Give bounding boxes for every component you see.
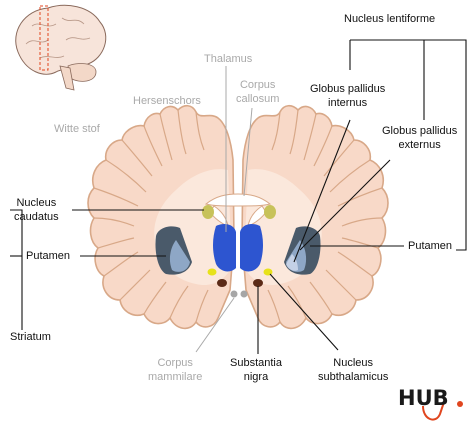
left-nucleus-subthalamicus bbox=[207, 268, 217, 276]
logo-stethoscope bbox=[422, 401, 445, 421]
left-sulci bbox=[93, 109, 209, 323]
label-nucleus-lentiforme: Nucleus lentiforme bbox=[344, 13, 436, 25]
line-corpus-mammilare bbox=[195, 297, 235, 353]
label-nucleus-caudatus: Nucleus caudatus bbox=[14, 197, 59, 223]
line-gp-externus bbox=[299, 159, 391, 251]
line-nucleus-subthalamicus bbox=[269, 273, 339, 351]
thumbnail-cerebrum bbox=[15, 4, 107, 75]
right-sulci bbox=[267, 109, 383, 323]
line-gp-internus bbox=[293, 119, 351, 263]
label-nucleus-subthalamicus: Nucleus subthalamicus bbox=[318, 357, 389, 383]
thumbnail-brainstem bbox=[59, 65, 75, 91]
label-corpus-mammilare: Corpus mammilare bbox=[148, 357, 203, 383]
right-nucleus-caudatus bbox=[264, 205, 276, 219]
brain-thumbnail bbox=[15, 4, 107, 91]
leader-lines-grey bbox=[195, 66, 253, 353]
label-putamen-right: Putamen bbox=[408, 240, 453, 252]
right-thalamus bbox=[240, 224, 263, 272]
logo-accent bbox=[422, 401, 463, 421]
left-substantia-nigra bbox=[217, 279, 227, 287]
thumbnail-gyri bbox=[25, 17, 91, 59]
left-globus-pallidus bbox=[169, 240, 190, 272]
thumbnail-section-plane bbox=[39, 5, 49, 71]
label-striatum: Striatum bbox=[10, 331, 51, 343]
label-substantia-nigra: Substantia nigra bbox=[230, 357, 282, 383]
hub-logo: HUB bbox=[398, 386, 449, 410]
coronal-section bbox=[87, 104, 389, 330]
bracket-nucleus-lentiforme bbox=[350, 39, 467, 251]
label-globus-pallidus-externus: Globus pallidus externus bbox=[382, 125, 458, 151]
label-hersenschors: Hersenschors bbox=[133, 95, 201, 107]
corpus-callosum bbox=[204, 193, 272, 207]
right-substantia-nigra bbox=[253, 279, 263, 287]
label-putamen-left: Putamen bbox=[26, 250, 71, 262]
label-corpus-callosum: Corpus callosum bbox=[236, 79, 280, 105]
left-corpus-mammillare bbox=[230, 290, 238, 298]
label-witte-stof: Witte stof bbox=[54, 123, 100, 135]
right-corpus-mammillare bbox=[240, 290, 248, 298]
left-nucleus-caudatus bbox=[202, 205, 214, 219]
bracket-striatum bbox=[10, 209, 23, 330]
logo-dot bbox=[457, 401, 463, 407]
label-globus-pallidus-internus: Globus pallidus internus bbox=[310, 83, 386, 109]
leader-lines bbox=[10, 39, 467, 354]
line-corpus-callosum bbox=[243, 107, 253, 197]
label-thalamus: Thalamus bbox=[204, 53, 253, 65]
thumbnail-cerebellum bbox=[67, 63, 97, 82]
left-thalamus bbox=[213, 224, 236, 272]
right-nucleus-subthalamicus bbox=[263, 268, 273, 276]
